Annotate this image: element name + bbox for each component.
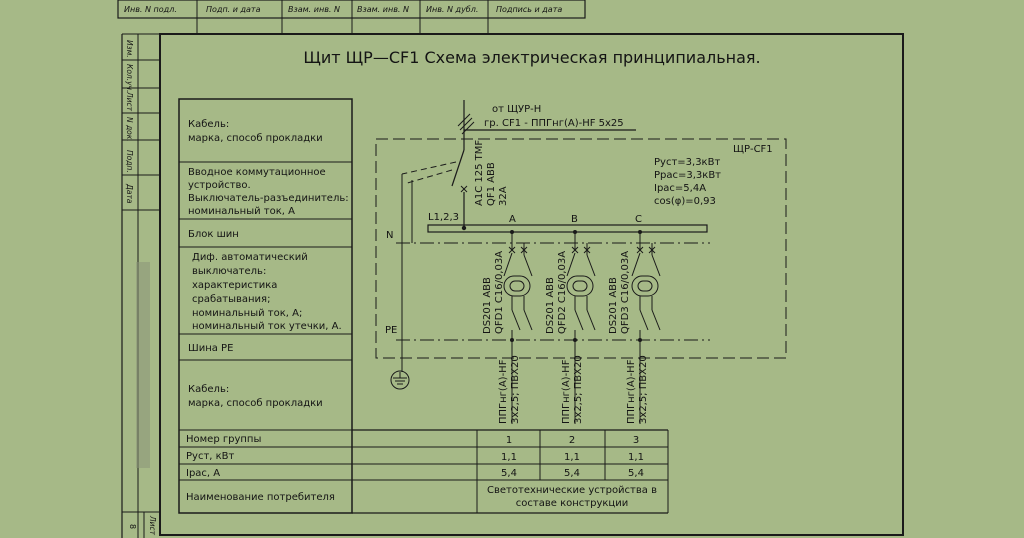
phase-a-label: A xyxy=(509,214,516,225)
consumer-line-2: составе конструкции xyxy=(516,498,628,509)
out-cable-2-type: ППГнг(А)-HF xyxy=(561,359,572,424)
breaker-2-model: DS201 ABB xyxy=(545,277,556,334)
input-device-label-3: Выключатель-разъединитель: xyxy=(188,193,349,204)
out-cable-2-spec: 3х2,5; ПВХ20 xyxy=(573,355,584,424)
stamp-left-6: Дата xyxy=(125,183,134,204)
panel-name: ЩР-CF1 xyxy=(733,144,773,155)
stamp-top-6: Подпись и дата xyxy=(496,5,562,14)
breaker-2-rating: QFD2 C16/0,03А xyxy=(557,251,568,334)
out-cable-1-type: ППГнг(А)-HF xyxy=(498,359,509,424)
out-cable-1-spec: 3х2,5; ПВХ20 xyxy=(510,355,521,424)
group-power-2: 1,1 xyxy=(564,452,580,463)
input-device-label-4: номинальный ток, А xyxy=(188,206,295,217)
group-power-3: 1,1 xyxy=(628,452,644,463)
breaker-3-rating: QFD3 C16/0,03А xyxy=(620,251,631,334)
stamp-top-2: Подп. и дата xyxy=(206,5,261,14)
drawing-frame xyxy=(159,33,904,536)
out-cable-3-spec: 3х2,5; ПВХ20 xyxy=(638,355,649,424)
busbar-label: Блок шин xyxy=(188,229,239,240)
stamp-top-4: Взам. инв. N xyxy=(357,5,409,14)
group-number-2: 2 xyxy=(569,435,575,446)
group-number-3: 3 xyxy=(633,435,639,446)
out-cable-3-type: ППГнг(А)-HF xyxy=(626,359,637,424)
stamp-left-4: N док. xyxy=(125,117,134,142)
branch-1 xyxy=(503,230,533,424)
rcbo-label-4: срабатывания; xyxy=(192,294,270,305)
group-current-1: 5,4 xyxy=(501,468,517,479)
stamp-top-5: Инв. N дубл. xyxy=(426,5,478,14)
breaker-3-model: DS201 ABB xyxy=(608,277,619,334)
page-title: Щит ЩР—CF1 Схема электрическая принципиа… xyxy=(303,48,760,67)
phase-b-label: B xyxy=(571,214,578,225)
phase-busbar xyxy=(427,224,708,233)
phase-bus-label: L1,2,3 xyxy=(428,212,459,223)
rcbo-label-6: номинальный ток утечки, А. xyxy=(192,321,342,332)
sheet-number: 8 xyxy=(128,524,137,529)
pe-label: PE xyxy=(385,325,397,336)
group-current-2: 5,4 xyxy=(564,468,580,479)
branch-3 xyxy=(631,230,661,424)
rcbo-label-2: выключатель: xyxy=(192,266,266,277)
param-cosphi: cos(φ)=0,93 xyxy=(654,196,716,207)
main-breaker-line1: А1С 125 TMF xyxy=(474,140,485,206)
blurred-signature xyxy=(136,262,150,468)
ground-icon xyxy=(390,370,410,390)
param-pust: Руст=3,3кВт xyxy=(654,157,720,168)
top-stamp: Инв. N подл. Подп. и дата Взам. инв. N В… xyxy=(117,0,586,34)
main-breaker-line3: 32А xyxy=(498,186,509,206)
main-feed-node xyxy=(461,225,467,231)
breaker-1-rating: QFD1 C16/0,03А xyxy=(494,251,505,334)
breaker-1-model: DS201 ABB xyxy=(482,277,493,334)
supply-from: от ЩУР-Н xyxy=(492,104,541,115)
phase-c-label: C xyxy=(635,214,642,225)
input-device-label-1: Вводное коммутационное xyxy=(188,167,326,178)
param-iras: Iрас=5,4А xyxy=(654,183,706,194)
label-table: Кабель: марка, способ прокладки Вводное … xyxy=(178,98,353,514)
group-current-3: 5,4 xyxy=(628,468,644,479)
rcbo-label-1: Диф. автоматический xyxy=(192,252,308,263)
cable-in-label-2: марка, способ прокладки xyxy=(188,133,323,144)
supply-line: гр. CF1 - ППГнг(А)-HF 5х25 xyxy=(484,118,624,129)
stamp-left-3: Лист xyxy=(125,91,134,112)
row-label-current: Iрас, А xyxy=(186,468,220,479)
main-switch xyxy=(401,100,475,340)
group-table: 1 2 3 1,1 1,1 1,1 5,4 5,4 5,4 Светотехни… xyxy=(352,429,669,514)
row-label-consumer: Наименование потребителя xyxy=(186,492,335,503)
sheet-label: Лист xyxy=(148,515,157,536)
stamp-left-1: Изм. xyxy=(125,40,134,58)
group-number-1: 1 xyxy=(506,435,512,446)
pe-bus-label: Шина PE xyxy=(188,343,233,354)
stamp-top-1: Инв. N подл. xyxy=(124,5,177,14)
main-breaker-line2: QF1 ABB xyxy=(486,162,497,206)
row-label-power: Руст, кВт xyxy=(186,451,235,462)
cable-out-label-2: марка, способ прокладки xyxy=(188,398,323,409)
row-label-group: Номер группы xyxy=(186,434,261,445)
left-stamp: Изм. Кол.уч. Лист N док. Подп. Дата Лист… xyxy=(121,33,160,538)
cable-out-label-1: Кабель: xyxy=(188,384,229,395)
rcbo-label-5: номинальный ток, А; xyxy=(192,308,302,319)
neutral-label: N xyxy=(386,230,393,241)
stamp-top-3: Взам. инв. N xyxy=(288,5,340,14)
branch-2 xyxy=(566,230,596,424)
panel-enclosure xyxy=(375,138,787,359)
cable-in-label-1: Кабель: xyxy=(188,119,229,130)
input-device-label-2: устройство. xyxy=(188,180,251,191)
stamp-left-2: Кол.уч. xyxy=(125,64,134,92)
stamp-left-5: Подп. xyxy=(125,150,134,173)
rcbo-label-3: характеристика xyxy=(192,280,277,291)
group-power-1: 1,1 xyxy=(501,452,517,463)
param-pras: Ррас=3,3кВт xyxy=(654,170,721,181)
consumer-line-1: Светотехнические устройства в xyxy=(487,485,657,496)
